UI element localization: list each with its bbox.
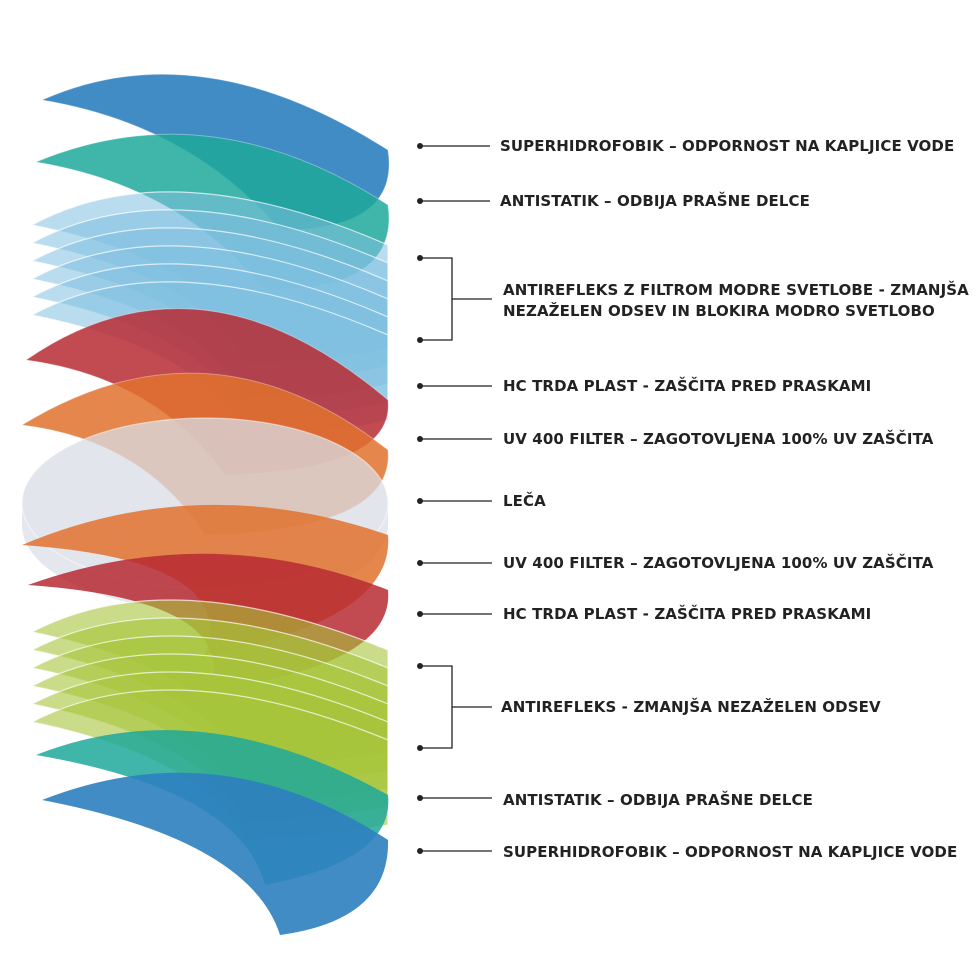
label-uv-top: UV 400 FILTER – ZAGOTOVLJENA 100% UV ZAŠ… xyxy=(503,430,934,448)
label-superhidrofobik-top: SUPERHIDROFOBIK – ODPORNOST NA KAPLJICE … xyxy=(500,137,955,155)
layer-shape-superhidrofobik-bottom xyxy=(42,772,389,935)
label-antistatik-bottom: ANTISTATIK – ODBIJA PRAŠNE DELCE xyxy=(503,791,813,809)
label-antistatik-top: ANTISTATIK – ODBIJA PRAŠNE DELCE xyxy=(500,192,810,210)
label-superhidrofobik-bottom: SUPERHIDROFOBIK – ODPORNOST NA KAPLJICE … xyxy=(503,843,958,861)
label-hc-top: HC TRDA PLAST - ZAŠČITA PRED PRASKAMI xyxy=(503,377,872,395)
label-antirefleks-blue-line2: NEZAŽELEN ODSEV IN BLOKIRA MODRO SVETLOB… xyxy=(503,302,935,320)
label-uv-bottom: UV 400 FILTER – ZAGOTOVLJENA 100% UV ZAŠ… xyxy=(503,554,934,572)
label-hc-bottom: HC TRDA PLAST - ZAŠČITA PRED PRASKAMI xyxy=(503,605,872,623)
connector-antirefleks-blue xyxy=(420,257,492,341)
connector-antirefleks-green xyxy=(420,665,492,749)
label-antirefleks-blue-line1: ANTIREFLEKS Z FILTROM MODRE SVETLOBE - Z… xyxy=(503,281,969,299)
label-leca: LEČA xyxy=(503,492,546,510)
label-antirefleks-green: ANTIREFLEKS - ZMANJŠA NEZAŽELEN ODSEV xyxy=(501,698,881,716)
